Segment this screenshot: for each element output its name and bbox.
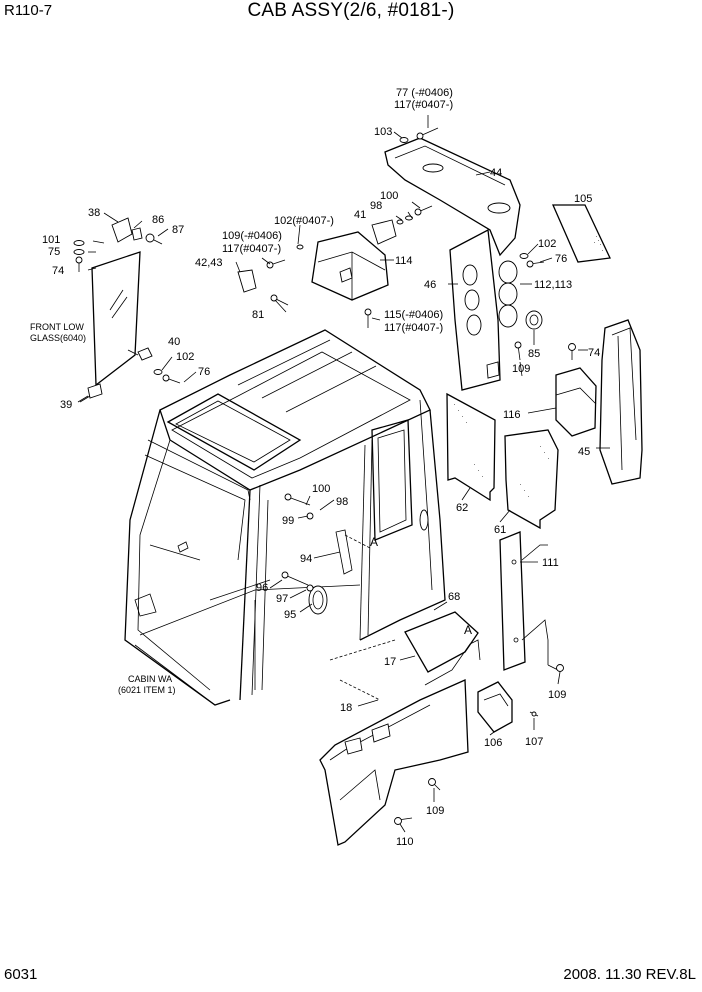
part-46-light-panel — [449, 228, 545, 391]
part-45-pillar-cover — [568, 319, 643, 485]
model-code: R110-7 — [4, 2, 53, 19]
page-title: CAB ASSY(2/6, #0181-) — [247, 0, 455, 21]
callout-46: 46 — [424, 279, 436, 291]
callout-62: 62 — [456, 502, 468, 514]
cabin-wa-ref: (6021 ITEM 1) — [118, 685, 176, 695]
callout-102: 102 — [176, 351, 194, 363]
callout-40: 40 — [168, 336, 180, 348]
callout-101: 101 — [42, 234, 60, 246]
callout-117: 117(#0407-) — [384, 322, 443, 334]
callout-117: 117(#0407-) — [222, 243, 281, 255]
callout-81: 81 — [252, 309, 264, 321]
callout-77: 77 (-#0406) — [396, 87, 453, 99]
callout-75: 75 — [48, 246, 60, 258]
callout-99: 99 — [282, 515, 294, 527]
callout-116: 116 — [503, 409, 521, 421]
page-number: 6031 — [4, 966, 38, 983]
part-18-lower-cover — [319, 679, 469, 846]
callout-18: 18 — [340, 702, 352, 714]
callout-41: 41 — [354, 209, 366, 221]
callout-105: 105 — [574, 193, 592, 205]
callout-114: 114 — [395, 255, 413, 267]
callout-98: 98 — [336, 496, 348, 508]
callout-detail-a: A — [464, 623, 472, 637]
part-62-pad — [446, 392, 496, 502]
leader-lines — [77, 115, 610, 833]
callout-74: 74 — [588, 347, 600, 359]
callout-97: 97 — [276, 593, 288, 605]
callout-106: 106 — [484, 737, 502, 749]
callout-100: 100 — [380, 190, 398, 202]
callout-detail-a: A — [370, 535, 378, 549]
callout-38: 38 — [88, 207, 100, 219]
callout-85: 85 — [528, 348, 540, 360]
callout-109: 109(-#0406) — [222, 230, 282, 242]
part-111-bar — [499, 531, 564, 672]
callout-76: 76 — [555, 253, 567, 265]
part-116-bracket — [555, 367, 597, 437]
callout-102: 102(#0407-) — [274, 215, 334, 227]
callout-labels: 77 (-#0406) 117(#0407-) 103 44 100 98 41… — [30, 87, 600, 848]
callout-102: 102 — [538, 238, 556, 250]
callout-94: 94 — [300, 553, 312, 565]
front-low-glass — [73, 217, 181, 403]
callout-111: 111 — [542, 557, 559, 569]
revision-date: 2008. 11.30 REV.8L — [563, 966, 696, 983]
callout-42-43: 42,43 — [195, 257, 223, 269]
part-105-plate — [552, 204, 611, 263]
callout-61: 61 — [494, 524, 506, 536]
part-17-panel — [404, 611, 481, 686]
part-114-box — [237, 219, 397, 328]
callout-68: 68 — [448, 591, 460, 603]
front-low-glass-ref: GLASS(6040) — [30, 333, 86, 343]
cabin-frame — [124, 329, 446, 706]
rear-upper-panel — [384, 127, 521, 257]
callout-109: 109 — [548, 689, 566, 701]
callout-87: 87 — [172, 224, 184, 236]
callout-39: 39 — [60, 399, 72, 411]
cabin-wa-label: CABIN WA — [128, 674, 172, 684]
callout-98: 98 — [370, 200, 382, 212]
callout-110: 110 — [396, 836, 414, 848]
callout-74: 74 — [52, 265, 64, 277]
callout-44: 44 — [490, 167, 502, 179]
callout-95: 95 — [284, 609, 296, 621]
callout-109: 109 — [426, 805, 444, 817]
callout-117: 117(#0407-) — [394, 99, 453, 111]
front-low-glass-label: FRONT LOW — [30, 322, 84, 332]
callout-100: 100 — [312, 483, 330, 495]
callout-96: 96 — [256, 582, 268, 594]
callout-107: 107 — [525, 736, 543, 748]
part-106-bracket — [477, 681, 539, 733]
callout-86: 86 — [152, 214, 164, 226]
callout-103: 103 — [374, 126, 392, 138]
callout-76: 76 — [198, 366, 210, 378]
part-61-pad — [504, 429, 559, 530]
callout-45: 45 — [578, 446, 590, 458]
callout-17: 17 — [384, 656, 396, 668]
callout-112-113: 112,113 — [534, 279, 572, 291]
callout-109: 109 — [512, 363, 530, 375]
callout-115: 115(-#0406) — [384, 309, 443, 321]
